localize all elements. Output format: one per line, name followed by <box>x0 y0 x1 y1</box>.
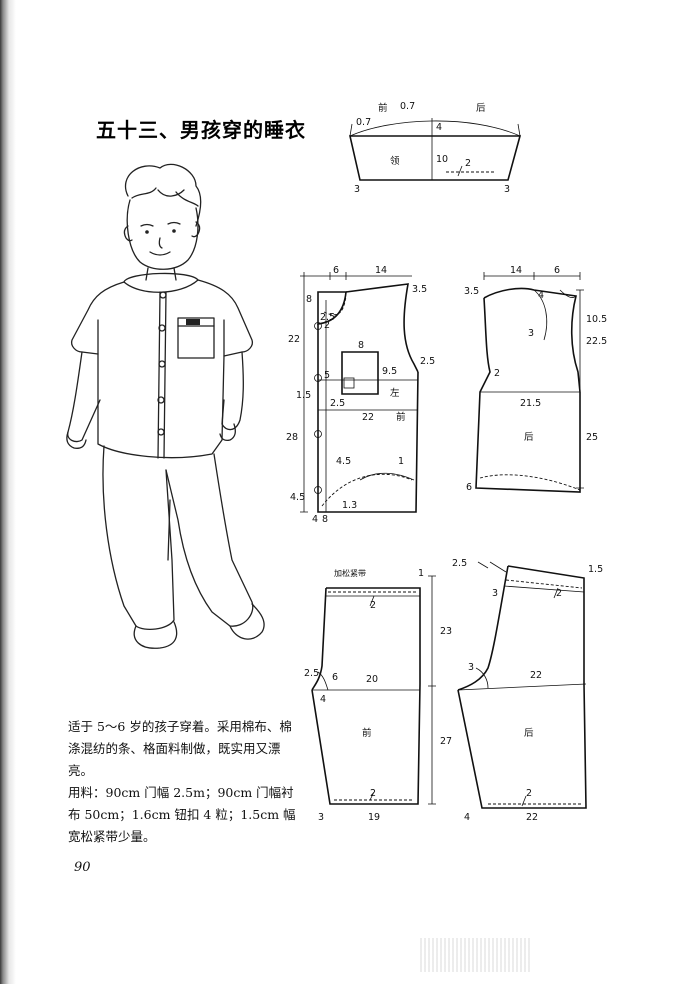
back-dim-225: 22.5 <box>586 336 607 347</box>
description-paragraph-1: 适于 5～6 岁的孩子穿着。采用棉布、棉涤混纺的条、格面料制做，既实用又漂亮。 <box>68 719 292 778</box>
pants-front-dim-23: 23 <box>440 626 452 637</box>
front-dim-22h: 22 <box>362 412 374 423</box>
front-dim-2: 2 <box>324 320 330 331</box>
front-dim-5: 5 <box>324 370 330 381</box>
pants-back-dim-2b: 2 <box>526 788 532 799</box>
pants-back-dim-3a: 3 <box>492 588 498 599</box>
front-dim-95: 9.5 <box>382 366 397 377</box>
front-side-label: 左 <box>390 387 400 399</box>
front-dim-22v: 22 <box>288 334 300 345</box>
pants-back-dim-15: 1.5 <box>588 564 603 575</box>
front-dim-45b: 4.5 <box>290 492 305 503</box>
page-number: 90 <box>74 860 91 875</box>
back-dim-25: 25 <box>586 432 598 443</box>
pants-back-dim-22b: 22 <box>526 812 538 823</box>
front-dim-1: 1 <box>398 456 404 467</box>
pants-front-dim-20: 20 <box>366 674 378 685</box>
back-dim-4: 4 <box>538 290 544 301</box>
pants-back-pattern: 2.5 1.5 3 2 3 22 后 2 4 22 <box>452 558 603 823</box>
front-bodice-pattern: 6 14 3.5 8 2.5 2 22 2.5 8 5 9.5 1.5 2.5 … <box>286 265 435 525</box>
pants-front-band-label: 加松紧带 <box>334 568 366 578</box>
front-dim-8: 8 <box>306 294 312 305</box>
front-dim-8b: 8 <box>322 514 328 525</box>
front-dim-13: 1.3 <box>342 500 357 511</box>
front-dim-15: 1.5 <box>296 390 311 401</box>
collar-dim-07a: 0.7 <box>356 117 371 128</box>
collar-pattern: 前 0.7 后 0.7 4 领 10 2 3 3 <box>348 101 522 195</box>
pants-front-pattern: 加松紧带 1 2 23 2.5 6 20 4 前 27 2 3 19 <box>304 568 452 823</box>
front-dim-28: 28 <box>286 432 298 443</box>
pants-back-dim-4: 4 <box>464 812 470 823</box>
back-bodice-pattern: 14 6 3.5 4 10.5 3 22.5 2 21.5 后 25 6 <box>464 265 607 493</box>
pants-front-label: 前 <box>362 727 372 739</box>
collar-dim-4: 4 <box>436 122 442 133</box>
pants-back-dim-25: 2.5 <box>452 558 467 569</box>
back-dim-2: 2 <box>494 368 500 379</box>
collar-label-front: 前 <box>378 102 388 114</box>
pants-back-dim-3b: 3 <box>468 662 474 673</box>
front-dim-25a: 2.5 <box>320 312 335 323</box>
collar-dim-10: 10 <box>436 154 448 165</box>
front-dim-45a: 4.5 <box>336 456 351 467</box>
pants-front-dim-6: 6 <box>332 672 338 683</box>
back-dim-6b: 6 <box>466 482 472 493</box>
collar-dim-3b: 3 <box>504 184 510 195</box>
collar-label-back: 后 <box>476 103 486 114</box>
back-dim-35: 3.5 <box>464 286 479 297</box>
back-dim-3: 3 <box>528 328 534 339</box>
description-paragraph-2: 用料：90cm 门幅 2.5m；90cm 门幅衬布 50cm；1.6cm 钮扣 … <box>68 785 296 844</box>
collar-dim-2: 2 <box>465 158 471 169</box>
collar-dim-3a: 3 <box>354 184 360 195</box>
front-label: 前 <box>396 411 406 423</box>
pants-front-dim-3: 3 <box>318 812 324 823</box>
pants-front-dim-2b: 2 <box>370 788 376 799</box>
front-dim-14: 14 <box>375 265 387 276</box>
pants-front-dim-2a: 2 <box>370 600 376 611</box>
back-dim-105: 10.5 <box>586 314 607 325</box>
front-dim-25c: 2.5 <box>330 398 345 409</box>
front-dim-35: 3.5 <box>412 284 427 295</box>
back-dim-14: 14 <box>510 265 522 276</box>
back-dim-6: 6 <box>554 265 560 276</box>
scan-artifact <box>420 938 530 972</box>
collar-label-collar: 领 <box>390 155 400 167</box>
back-dim-215: 21.5 <box>520 398 541 409</box>
back-label: 后 <box>524 432 534 443</box>
page-title: 五十三、男孩穿的睡衣 <box>96 118 306 142</box>
pants-front-dim-4: 4 <box>320 694 326 705</box>
pants-back-label: 后 <box>524 728 534 739</box>
front-dim-4: 4 <box>312 514 318 525</box>
front-dim-25b: 2.5 <box>420 356 435 367</box>
front-dim-6: 6 <box>333 265 339 276</box>
pants-back-dim-22a: 22 <box>530 670 542 681</box>
collar-dim-07b: 0.7 <box>400 101 415 112</box>
pants-front-dim-25: 2.5 <box>304 668 319 679</box>
pants-front-dim-27: 27 <box>440 736 452 747</box>
pants-front-dim-1: 1 <box>418 568 424 579</box>
pants-back-dim-2a: 2 <box>556 588 562 599</box>
front-pocket-width: 8 <box>358 340 364 351</box>
pants-front-dim-19: 19 <box>368 812 380 823</box>
book-binding-shadow <box>0 0 16 984</box>
